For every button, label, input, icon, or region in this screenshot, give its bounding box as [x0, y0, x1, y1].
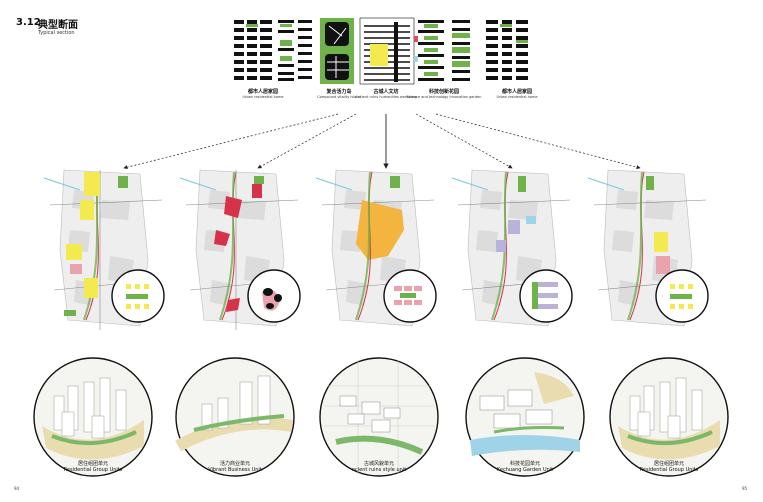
plan-map-3 — [315, 169, 437, 327]
zone-sub-4: Science and technology innovation garden — [406, 95, 482, 99]
zone-label-1: 都市人居家园 — [247, 89, 278, 95]
zone-sub-3: Ancient ruins humanities workshop — [355, 95, 417, 99]
axon-view-2 — [175, 357, 295, 477]
circle-label-en-5: Residential Group Units — [639, 467, 699, 473]
circle-label-cn-2: 活力商业单元 — [219, 461, 250, 467]
axon-view-3 — [319, 357, 439, 477]
circle-label-en-3: ncient ruins style unit — [351, 467, 407, 473]
zone-sub-2: Compound vitality island — [317, 95, 361, 99]
page-number-right: 95 — [742, 486, 748, 491]
section-subtitle: Typical section — [38, 30, 75, 36]
zone-label-2: 复合活力岛 — [326, 89, 352, 95]
section-strip — [230, 16, 542, 86]
zone-sub-5: Urban residential home — [496, 95, 538, 99]
axon-view-1 — [33, 357, 153, 477]
circle-label-cn-1: 居住组团单元 — [77, 461, 108, 467]
zone-label-5: 都市人居家园 — [501, 89, 532, 95]
circle-label-cn-3: 古城风貌单元 — [363, 461, 394, 467]
page-number-left: 94 — [14, 486, 20, 491]
zone-label-4: 科技创新花园 — [428, 89, 459, 95]
axon-view-4 — [465, 357, 585, 477]
plan-map-5 — [587, 169, 709, 327]
circle-label-en-1: Residential Group Units — [63, 467, 123, 473]
plan-map-1 — [43, 169, 165, 330]
circle-label-en-2: Vibrant Business Unit — [208, 467, 262, 473]
plan-map-2 — [179, 169, 301, 330]
strip-science-garden — [414, 18, 446, 84]
zone-label-3: 古城人文坊 — [373, 89, 399, 95]
circle-label-cn-4: 科技花园单元 — [509, 461, 540, 467]
circle-label-cn-5: 居住组团单元 — [653, 461, 684, 467]
strip-residential-left — [234, 20, 272, 80]
strip-ancient-workshop — [359, 17, 415, 85]
section-title: 典型断面 — [38, 20, 78, 31]
zone-sub-1: Urban residential home — [242, 95, 284, 99]
section-number: 3.12 — [16, 17, 41, 28]
circle-label-en-4: Kechuang Garden Unit — [496, 467, 554, 473]
axon-view-5 — [609, 357, 729, 477]
plan-map-4 — [451, 169, 573, 327]
